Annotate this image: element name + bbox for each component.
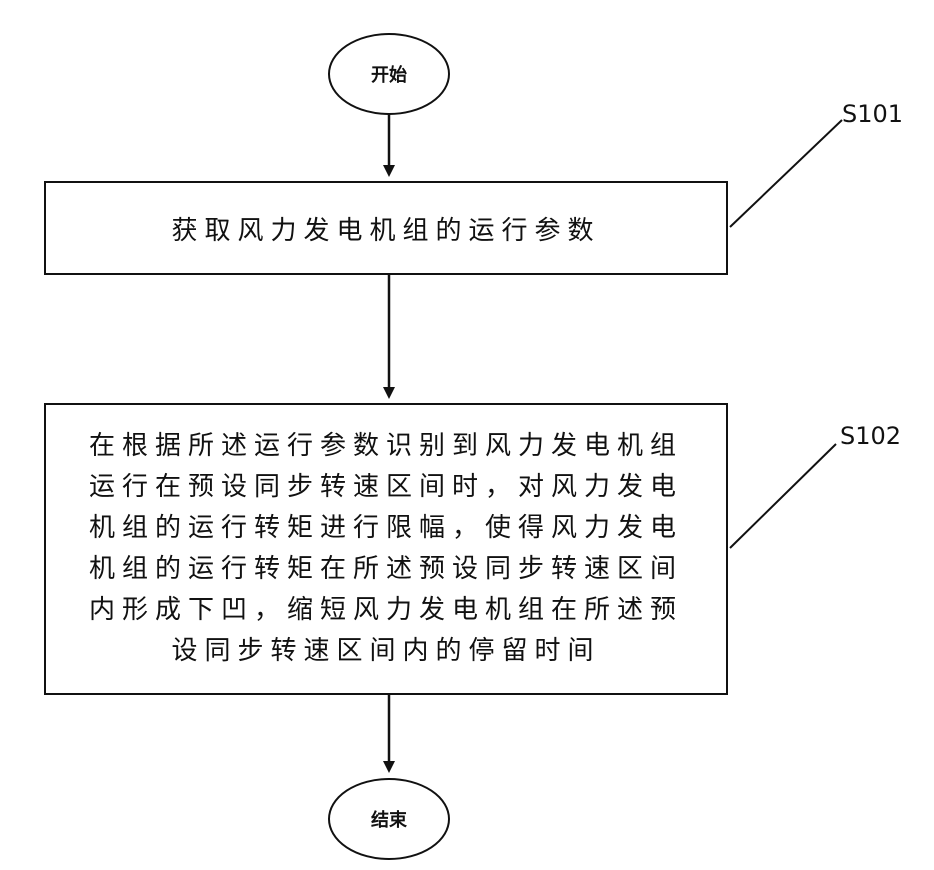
step-box-s101: [45, 182, 727, 274]
step-box-s102: [45, 404, 727, 694]
leader-line-s101: [730, 120, 842, 227]
start-node: [329, 34, 449, 114]
step-id-s102: S102: [840, 422, 901, 450]
step-id-s101: S101: [842, 100, 903, 128]
leader-line-s102: [730, 444, 836, 548]
end-node: [329, 779, 449, 859]
